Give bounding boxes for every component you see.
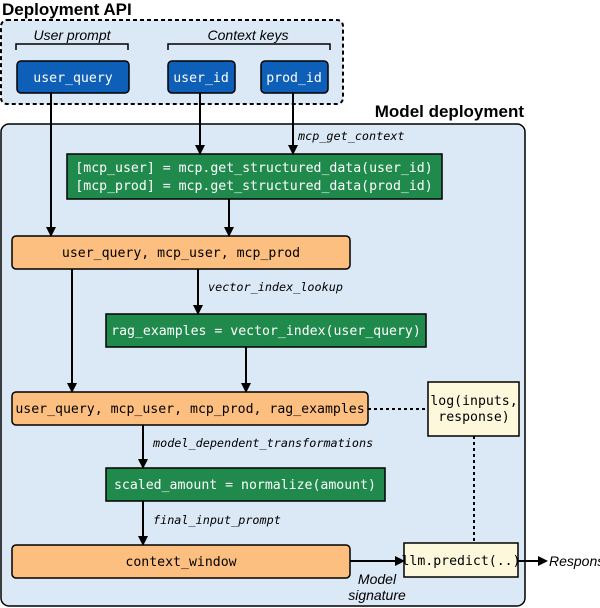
user-id-input-text: user_id: [173, 71, 229, 86]
user-query-input-box: [16, 60, 130, 94]
response-label: Response: [549, 553, 600, 569]
scaled-amount-box: [105, 467, 386, 502]
mcp-prod-line: [mcp_prod] = mcp.get_structured_data(pro…: [75, 179, 432, 194]
rag-examples-box: [105, 313, 427, 348]
user-id-input-box: [167, 60, 236, 94]
context-window-text: context_window: [125, 555, 236, 570]
model-dependent-transformations-label: model_dependent_transformations: [152, 436, 373, 450]
deployment-api-title: Deployment API: [2, 0, 132, 19]
combined-inputs-text-2: user_query, mcp_user, mcp_prod, rag_exam…: [15, 402, 364, 417]
vector-index-lookup-label: vector_index_lookup: [208, 280, 343, 294]
llm-predict-text: llm.predict(..): [401, 554, 520, 569]
model-signature-label-line2: signature: [348, 587, 406, 603]
user-prompt-label: User prompt: [33, 27, 111, 43]
combined-inputs-text-1: user_query, mcp_user, mcp_prod: [62, 246, 300, 261]
mcp-user-line: [mcp_user] = mcp.get_structured_data(use…: [75, 161, 432, 176]
mcp-structured-data-box: [66, 153, 443, 200]
log-text-line1: log(inputs,: [430, 394, 517, 409]
mcp-get-context-label: mcp_get_context: [297, 129, 405, 143]
log-text-line2: response): [438, 410, 509, 425]
rag-examples-text: rag_examples = vector_index(user_query): [111, 324, 421, 339]
model-signature-label-line1: Model: [358, 571, 397, 587]
user-prompt-bracket: [15, 43, 129, 50]
context-keys-bracket: [167, 43, 331, 50]
log-box: [427, 381, 520, 437]
final-input-prompt-label: final_input_prompt: [153, 513, 281, 527]
context-keys-label: Context keys: [208, 27, 289, 43]
combined-inputs-box-1: [11, 235, 351, 270]
scaled-amount-text: scaled_amount = normalize(amount): [114, 478, 376, 493]
user-query-input-text: user_query: [33, 71, 112, 86]
model-deployment-title: Model deployment: [375, 102, 525, 121]
prod-id-input-box: [260, 60, 329, 94]
prod-id-input-text: prod_id: [266, 71, 322, 86]
